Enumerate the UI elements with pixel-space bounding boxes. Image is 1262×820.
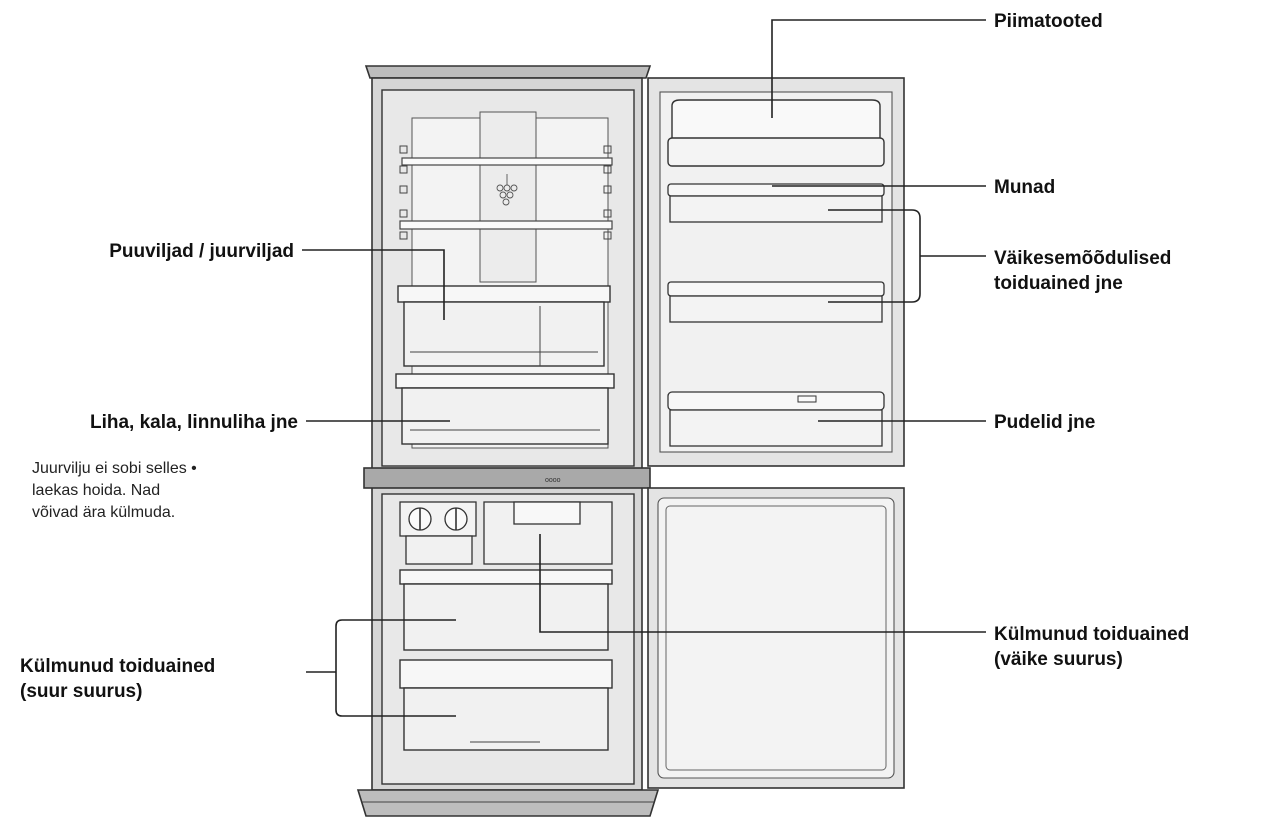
note-line2: laekas hoida. Nad (32, 482, 160, 499)
label-meat-fish: Liha, kala, linnuliha jne (90, 412, 298, 433)
fruit-logo (496, 174, 518, 206)
control-panel-buttons: oooo (545, 477, 561, 484)
crisper-drawer (397, 285, 611, 367)
freezer-door (647, 487, 905, 789)
leader-small-food (828, 209, 986, 303)
labels: Piimatooted Munad Väikesemõõdulised toid… (20, 11, 1189, 702)
fridge-door (647, 77, 905, 467)
freezer-drawer-lower (399, 659, 613, 751)
label-frozen-small-line1: Külmunud toiduained (994, 624, 1189, 645)
door-bin-small (667, 281, 885, 323)
label-dairy: Piimatooted (994, 11, 1103, 32)
door-bin-dairy (667, 99, 885, 167)
note-line1: Juurvilju ei sobi selles • (32, 460, 197, 477)
door-bin-bottles (667, 391, 885, 447)
leader-frozen-large (306, 619, 456, 717)
control-panel (363, 467, 651, 489)
leader-frozen-small (539, 534, 986, 633)
leader-lines (302, 19, 986, 717)
label-frozen-large-line2: (suur suurus) (20, 681, 142, 702)
small-freezer-bin (483, 501, 613, 565)
shelf-upper (401, 157, 613, 166)
leader-fruit-veg (302, 249, 445, 320)
label-eggs: Munad (994, 177, 1055, 198)
ice-maker (399, 501, 477, 565)
freezer-drawer-upper (399, 569, 613, 651)
label-small-food-line1: Väikesemõõdulised (994, 248, 1171, 269)
leader-dairy (771, 19, 986, 118)
label-fruit-veg: Puuviljad / juurviljad (109, 241, 294, 262)
label-frozen-large-line1: Külmunud toiduained (20, 656, 215, 677)
fridge-body: oooo (356, 65, 660, 817)
fridge-top-cap (364, 65, 652, 79)
shelf-middle (399, 220, 613, 230)
note-line3: võivad ära külmuda. (32, 504, 175, 521)
shelf-rails (399, 145, 612, 240)
fridge-base (356, 789, 660, 817)
label-small-food-line2: toiduained jne (994, 273, 1123, 294)
label-frozen-small-line2: (väike suurus) (994, 649, 1123, 670)
chilled-drawer (395, 373, 615, 445)
door-bin-eggs (667, 183, 885, 223)
label-bottles: Pudelid jne (994, 412, 1095, 433)
